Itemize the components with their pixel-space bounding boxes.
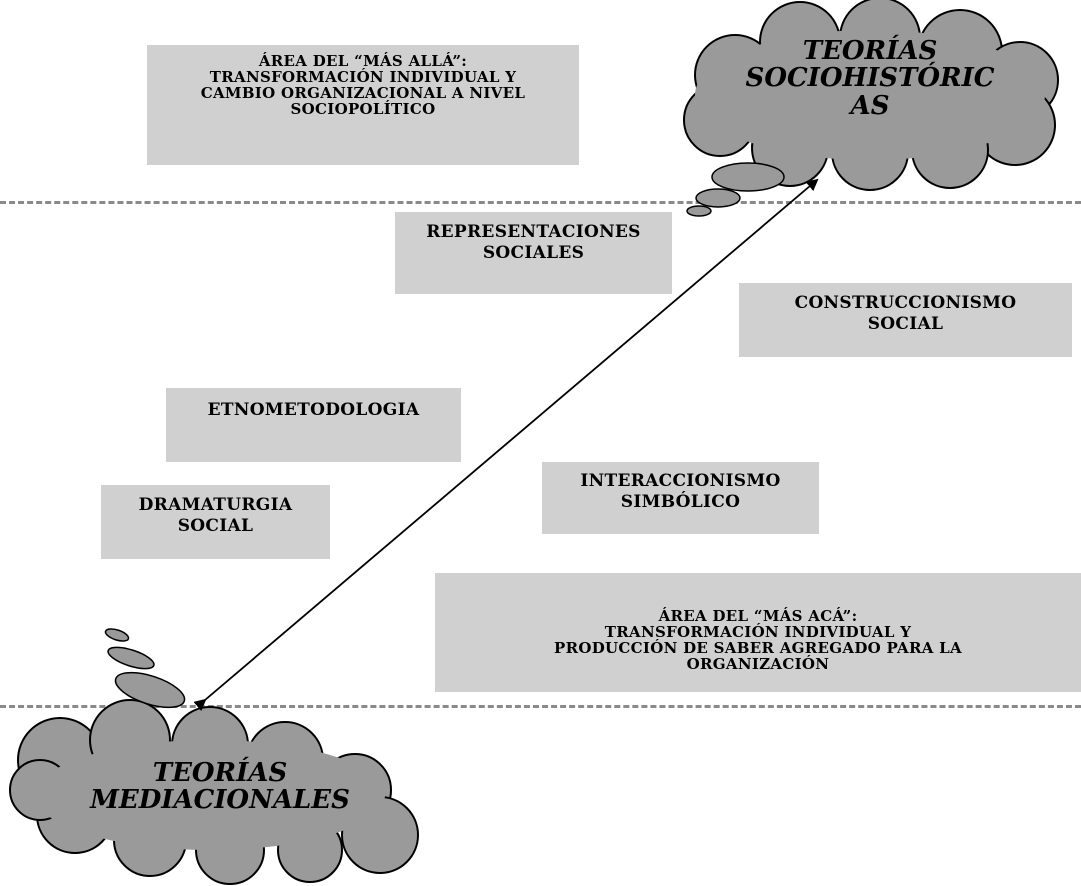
mas-aca-line-2: TRANSFORMACIÓN INDIVIDUAL Y (604, 623, 912, 641)
dramaturgia-social-box: DRAMATURGIA SOCIAL (101, 485, 330, 559)
etnometodologia-line-1: ETNOMETODOLOGIA (207, 400, 420, 420)
representaciones-sociales-box: REPRESENTACIONES SOCIALES (395, 212, 672, 294)
mas-alla-line-1: ÁREA DEL “MÁS ALLÁ”: (258, 52, 468, 70)
representaciones-line-2: SOCIALES (482, 243, 585, 263)
representaciones-line-1: REPRESENTACIONES (426, 222, 641, 242)
thought-bubble-large-lower (114, 671, 186, 709)
mas-aca-box: ÁREA DEL “MÁS ACÁ”: TRANSFORMACIÓN INDIV… (435, 573, 1081, 692)
mas-alla-box: ÁREA DEL “MÁS ALLÁ”: TRANSFORMACIÓN INDI… (147, 45, 579, 165)
thought-bubble-small (686, 205, 712, 217)
sociohistoricas-line-2: SOCIOHISTÓRIC (745, 63, 995, 94)
mediacionales-label: TEORÍAS MEDIACIONALES (90, 758, 350, 816)
dramaturgia-line-2: SOCIAL (177, 516, 254, 536)
mas-alla-line-4: SOCIOPOLÍTICO (290, 100, 436, 118)
interaccionismo-line-2: SIMBÓLICO (620, 492, 741, 512)
mediacionales-line-2: MEDIACIONALES (90, 785, 350, 816)
mas-aca-line-3: PRODUCCIÓN DE SABER AGREGADO PARA LA (554, 639, 962, 657)
etnometodologia-box: ETNOMETODOLOGIA (166, 388, 461, 462)
interaccionismo-line-1: INTERACCIONISMO (580, 471, 781, 491)
sociohistoricas-line-3: AS (850, 90, 890, 121)
bidirectional-arrow (193, 178, 819, 712)
mas-alla-line-3: CAMBIO ORGANIZACIONAL A NIVEL (200, 84, 526, 102)
thought-bubble-medium (695, 188, 741, 208)
mediacionales-line-1: TEORÍAS (152, 758, 288, 788)
interaccionismo-simbolico-box: INTERACCIONISMO SIMBÓLICO (542, 462, 819, 534)
construccionismo-line-1: CONSTRUCCIONISMO (794, 293, 1017, 313)
thought-bubble-medium-lower (107, 646, 155, 670)
sociohistoricas-cloud-fill (695, 30, 1045, 160)
construccionismo-line-2: SOCIAL (867, 314, 944, 334)
mas-aca-line-1: ÁREA DEL “MÁS ACÁ”: (658, 607, 858, 625)
dramaturgia-line-1: DRAMATURGIA (138, 495, 293, 515)
construccionismo-social-box: CONSTRUCCIONISMO SOCIAL (739, 283, 1072, 357)
sociohistoricas-line-1: TEORÍAS (802, 36, 938, 66)
mediacionales-cloud-fill (35, 740, 385, 850)
mas-aca-line-4: ORGANIZACIÓN (686, 655, 830, 673)
thought-bubble-small-lower (104, 628, 130, 642)
sociohistoricas-label: TEORÍAS SOCIOHISTÓRIC AS (720, 36, 1020, 121)
mas-alla-line-2: TRANSFORMACIÓN INDIVIDUAL Y (209, 68, 517, 86)
thought-bubble-large (711, 162, 785, 192)
